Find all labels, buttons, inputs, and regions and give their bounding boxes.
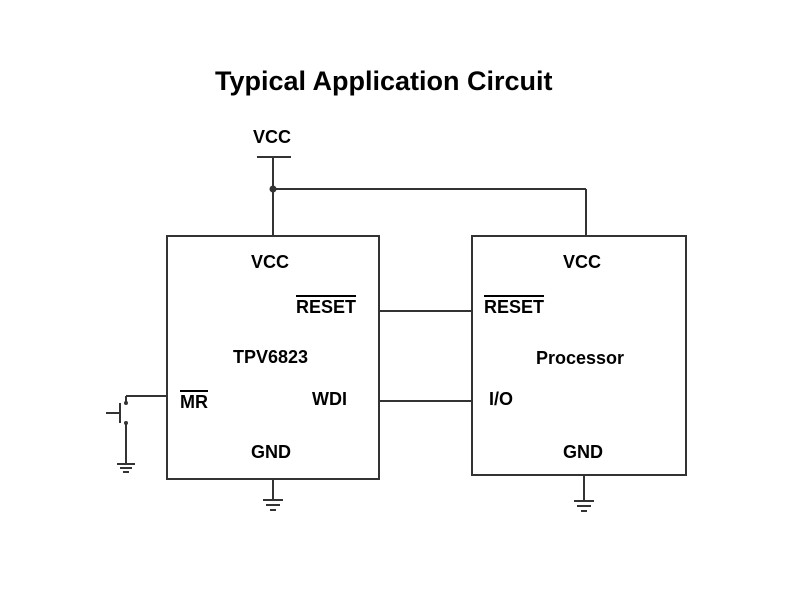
processor-gnd-pin-label: GND <box>563 442 603 462</box>
vcc-junction-dot <box>269 185 277 193</box>
supply-vcc-label: VCC <box>253 127 292 147</box>
processor-box <box>471 235 687 476</box>
processor-ground-symbol <box>574 475 594 512</box>
tpv6823-ground-symbol <box>263 479 283 511</box>
processor-reset-pin-label: RESET <box>484 297 545 317</box>
tpv-vcc-pin-label: VCC <box>251 252 290 272</box>
tpv-gnd-pin-label: GND <box>251 442 291 462</box>
mr-ground-symbol <box>117 463 135 473</box>
tpv-wdi-pin-label: WDI <box>312 389 347 409</box>
tpv-mr-pin-label: MR <box>180 392 208 412</box>
tpv-reset-pin-label: RESET <box>296 297 357 317</box>
switch-dot-top <box>124 401 128 405</box>
processor-io-pin-label: I/O <box>489 389 514 409</box>
switch-dot-bottom <box>124 421 128 425</box>
processor-chip-name: Processor <box>536 348 625 368</box>
tpv6823-chip-name: TPV6823 <box>233 347 309 367</box>
diagram-title: Typical Application Circuit <box>215 66 553 96</box>
processor-vcc-pin-label: VCC <box>563 252 602 272</box>
